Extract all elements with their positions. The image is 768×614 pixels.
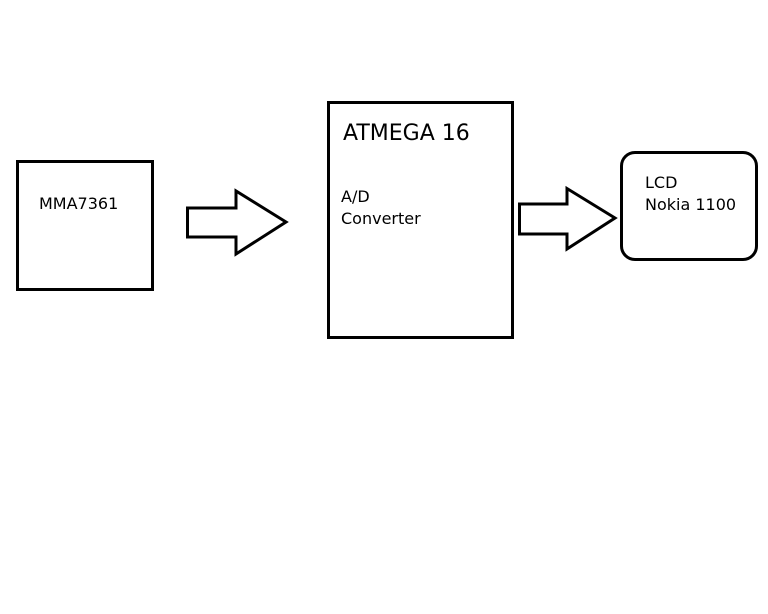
sensor-block: MMA7361 <box>16 160 154 291</box>
lcd-model-label: Nokia 1100 <box>645 195 737 214</box>
arrow-mcu-to-lcd <box>518 185 618 252</box>
arrow-sensor-to-mcu <box>186 188 289 257</box>
mcu-block: ATMEGA 16 A/D Converter <box>327 101 514 339</box>
lcd-label: LCD <box>645 173 678 192</box>
mcu-function-line-1: A/D <box>341 187 370 206</box>
lcd-block: LCD Nokia 1100 <box>620 151 758 261</box>
mcu-title: ATMEGA 16 <box>343 121 470 146</box>
sensor-label: MMA7361 <box>39 194 119 213</box>
mcu-function-line-2: Converter <box>341 209 421 228</box>
